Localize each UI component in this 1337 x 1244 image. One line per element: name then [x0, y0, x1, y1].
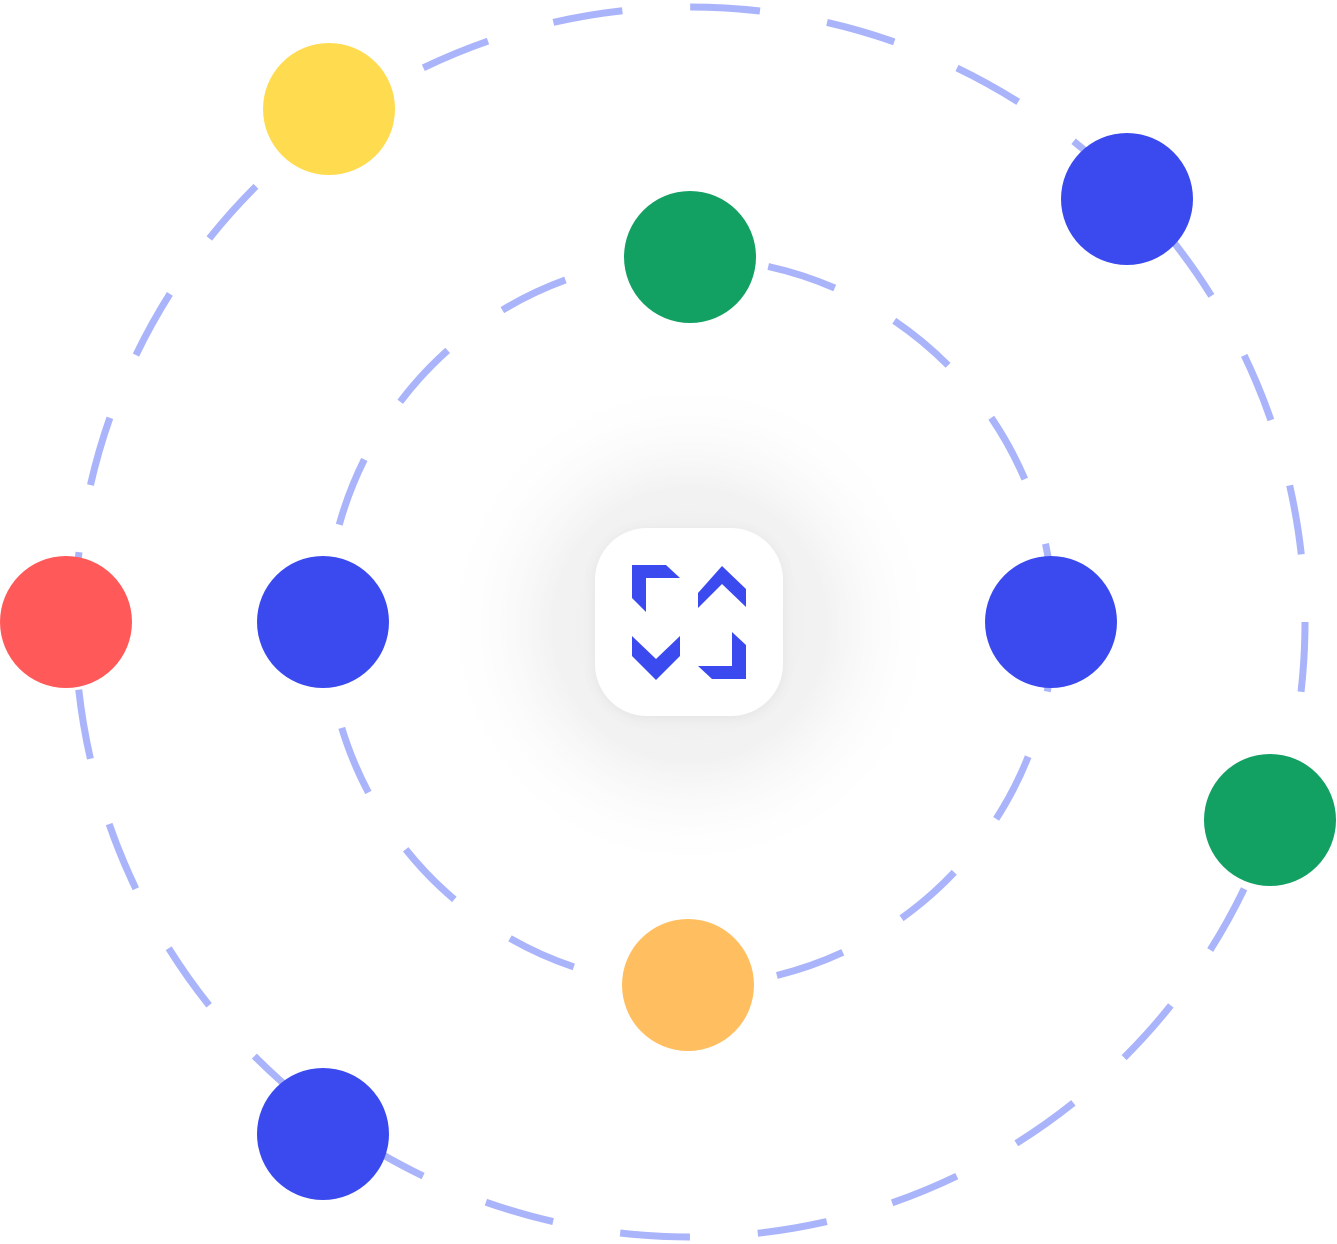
orbit-node-blue-left — [257, 556, 389, 688]
orbit-node-blue-bottom-left — [257, 1068, 389, 1200]
outer-orbit — [71, 3, 1309, 1241]
orbit-node-blue-top-right — [1061, 133, 1193, 265]
orbit-node-orange-bottom — [622, 919, 754, 1051]
orbit-node-green-top — [624, 191, 756, 323]
orbit-nodes — [0, 43, 1336, 1200]
orbit-node-green-right — [1204, 754, 1336, 886]
integration-logo-icon — [632, 565, 746, 680]
orbit-node-red — [0, 556, 132, 688]
hub-tile-background — [595, 528, 783, 716]
orbit-node-yellow — [263, 43, 395, 175]
orbit-node-blue-right — [985, 556, 1117, 688]
hub-tile — [595, 528, 783, 716]
